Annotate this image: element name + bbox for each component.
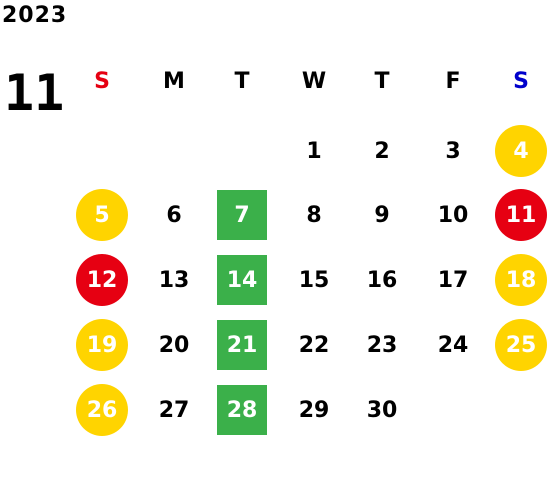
- day-number-holiday-red: 12: [76, 254, 128, 306]
- day-number: 10: [437, 202, 469, 228]
- day-cell-28[interactable]: 28: [207, 378, 277, 442]
- day-number: 17: [437, 267, 469, 293]
- day-number-holiday-yellow: 19: [76, 319, 128, 371]
- day-number: 23: [366, 332, 398, 358]
- day-cell-13[interactable]: 13: [139, 248, 209, 312]
- day-number: 27: [158, 397, 190, 423]
- day-cell-6[interactable]: 6: [139, 183, 209, 247]
- day-number: 24: [437, 332, 469, 358]
- day-cell-10[interactable]: 10: [418, 183, 488, 247]
- weekday-0: S: [94, 68, 110, 94]
- day-number: 1: [306, 138, 322, 164]
- day-number-holiday-yellow: 5: [76, 189, 128, 241]
- day-cell-2[interactable]: 2: [347, 119, 417, 183]
- day-cell-8[interactable]: 8: [279, 183, 349, 247]
- day-cell-30[interactable]: 30: [347, 378, 417, 442]
- day-cell-18[interactable]: 18: [486, 248, 548, 312]
- day-number: 6: [166, 202, 182, 228]
- day-cell-9[interactable]: 9: [347, 183, 417, 247]
- day-number-holiday-yellow: 25: [495, 319, 547, 371]
- weekday-6: S: [513, 68, 529, 94]
- day-number-holiday-yellow: 26: [76, 384, 128, 436]
- day-cell-3[interactable]: 3: [418, 119, 488, 183]
- day-cell-15[interactable]: 15: [279, 248, 349, 312]
- day-cell-27[interactable]: 27: [139, 378, 209, 442]
- day-cell-24[interactable]: 24: [418, 313, 488, 377]
- weekday-4: T: [374, 68, 390, 94]
- day-number-highlight-green: 7: [217, 190, 267, 240]
- day-number: 20: [158, 332, 190, 358]
- day-cell-16[interactable]: 16: [347, 248, 417, 312]
- weekday-1: M: [163, 68, 185, 94]
- day-number-holiday-red: 11: [495, 189, 547, 241]
- day-cell-17[interactable]: 17: [418, 248, 488, 312]
- day-number: 9: [374, 202, 390, 228]
- day-number: 2: [374, 138, 390, 164]
- day-cell-21[interactable]: 21: [207, 313, 277, 377]
- day-cell-11[interactable]: 11: [486, 183, 548, 247]
- day-cell-1[interactable]: 1: [279, 119, 349, 183]
- year-label: 2023: [2, 3, 68, 28]
- day-number-holiday-yellow: 4: [495, 125, 547, 177]
- day-number: 8: [306, 202, 322, 228]
- day-cell-7[interactable]: 7: [207, 183, 277, 247]
- weekday-3: W: [301, 68, 327, 94]
- day-cell-23[interactable]: 23: [347, 313, 417, 377]
- day-number: 13: [158, 267, 190, 293]
- day-cell-14[interactable]: 14: [207, 248, 277, 312]
- day-number: 15: [298, 267, 330, 293]
- weekday-5: F: [445, 68, 461, 94]
- day-cell-26[interactable]: 26: [67, 378, 137, 442]
- day-cell-12[interactable]: 12: [67, 248, 137, 312]
- day-cell-29[interactable]: 29: [279, 378, 349, 442]
- day-cell-22[interactable]: 22: [279, 313, 349, 377]
- day-number: 22: [298, 332, 330, 358]
- day-number: 29: [298, 397, 330, 423]
- day-number-highlight-green: 28: [217, 385, 267, 435]
- day-number-highlight-green: 21: [217, 320, 267, 370]
- day-number-holiday-yellow: 18: [495, 254, 547, 306]
- day-number: 30: [366, 397, 398, 423]
- day-cell-5[interactable]: 5: [67, 183, 137, 247]
- day-number-highlight-green: 14: [217, 255, 267, 305]
- day-number: 16: [366, 267, 398, 293]
- weekday-2: T: [234, 68, 250, 94]
- day-number: 3: [445, 138, 461, 164]
- day-cell-25[interactable]: 25: [486, 313, 548, 377]
- month-label: 11: [4, 64, 65, 122]
- day-cell-20[interactable]: 20: [139, 313, 209, 377]
- day-cell-4[interactable]: 4: [486, 119, 548, 183]
- day-cell-19[interactable]: 19: [67, 313, 137, 377]
